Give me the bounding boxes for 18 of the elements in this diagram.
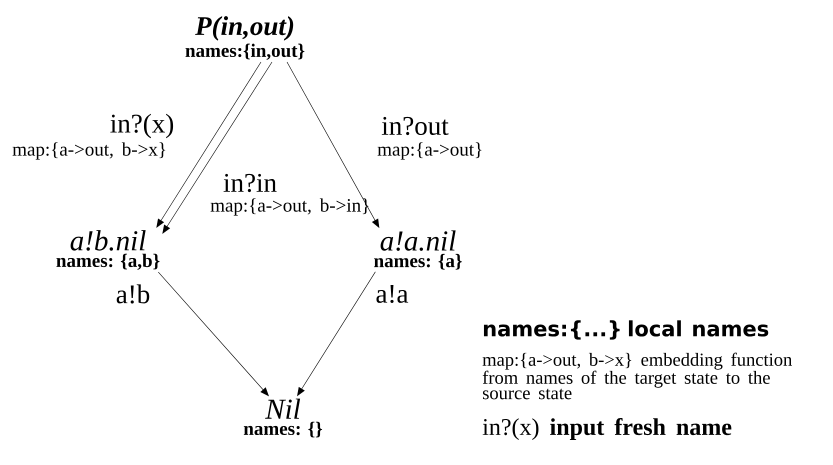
state-label: a!a.nil names: {a} [374,230,462,270]
key-heading: names:{...} local names [484,320,768,340]
edge-label: a!a [376,284,408,304]
note-text: in?(x) input fresh name [482,418,732,440]
note-text: map:{a->out, b->in} [210,198,368,216]
arrow [158,272,269,396]
edge-label: a!b [116,284,150,304]
edge-label: in?out [382,116,449,136]
arrow [162,62,272,234]
note-text: map:{a->out, b->x} [12,142,166,160]
edge-label: in?(x) [110,114,174,138]
arrow [156,62,262,228]
state-label: P(in,out) names:{in,out} [186,16,304,60]
note-text: map:{a->out, b->x} embedding function from names of the target state to the source state [482,352,792,400]
edge-label: in?in [224,174,277,192]
note-text: map:{a->out} [378,142,482,160]
state-label: Nil names: {} [244,398,322,438]
state-label: a!b.nil names: {a,b} [56,230,160,270]
